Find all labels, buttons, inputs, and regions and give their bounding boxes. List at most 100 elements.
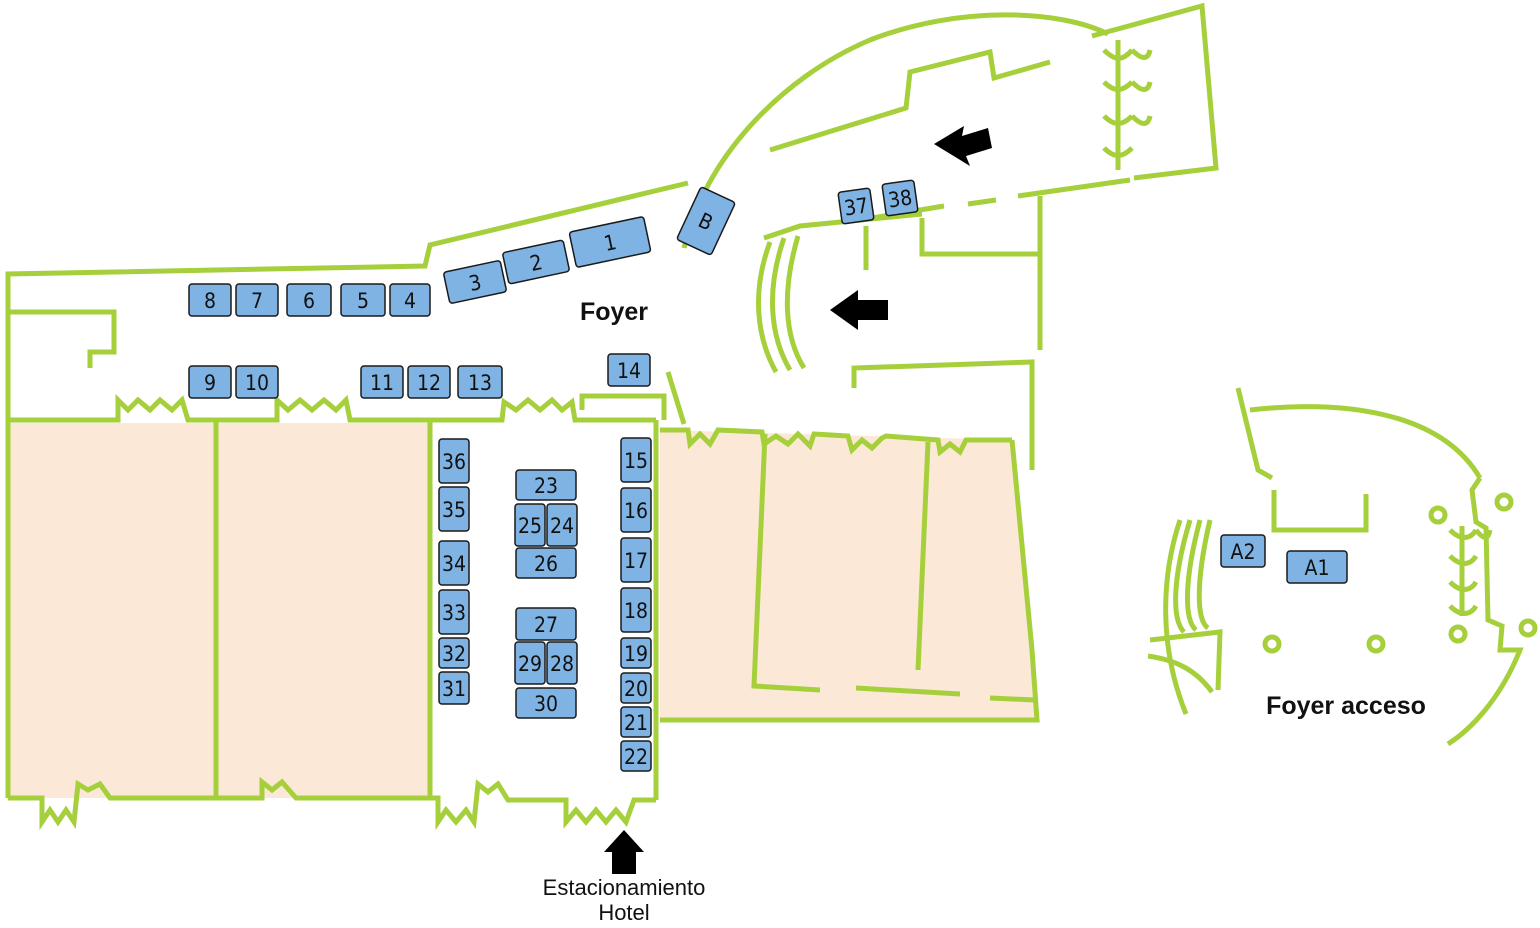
booth-24[interactable]: 24 (546, 503, 578, 547)
booth-label: 2 (528, 250, 545, 276)
booth-b[interactable]: B (676, 186, 736, 256)
booth-12[interactable]: 12 (407, 365, 451, 399)
booth-box[interactable] (676, 186, 736, 256)
booth-box[interactable] (438, 589, 470, 635)
booth-box[interactable] (407, 365, 451, 399)
booth-box[interactable] (881, 179, 919, 217)
foyer-west-nook-wall (10, 309, 117, 368)
booth-box[interactable] (443, 260, 507, 304)
booth-31[interactable]: 31 (438, 671, 470, 705)
booth-19[interactable]: 19 (620, 637, 652, 669)
lobby-lower-wall (851, 359, 1035, 470)
booth-box[interactable] (620, 740, 652, 772)
booth-box[interactable] (515, 607, 577, 641)
booth-box[interactable] (1286, 550, 1348, 584)
booth-11[interactable]: 11 (360, 365, 404, 399)
pillar (1494, 492, 1514, 512)
booth-box[interactable] (286, 283, 332, 317)
booth-label: 20 (624, 677, 648, 701)
booth-2[interactable]: 2 (502, 239, 570, 285)
booth-box[interactable] (620, 587, 652, 633)
booth-box[interactable] (620, 487, 652, 533)
booth-box[interactable] (514, 641, 546, 685)
booth-box[interactable] (515, 469, 577, 501)
booth-a2[interactable]: A2 (1220, 534, 1266, 568)
booth-26[interactable]: 26 (515, 547, 577, 579)
booth-box[interactable] (188, 365, 232, 399)
booth-box[interactable] (620, 672, 652, 704)
booth-box[interactable] (438, 637, 470, 669)
booth-22[interactable]: 22 (620, 740, 652, 772)
revolving-doors (1102, 40, 1153, 170)
booth-21[interactable]: 21 (620, 706, 652, 738)
booth-label: 35 (442, 498, 466, 522)
booth-box[interactable] (438, 438, 470, 484)
east-hall-south-partition (855, 685, 1036, 703)
booth-box[interactable] (438, 540, 470, 586)
booth-23[interactable]: 23 (515, 469, 577, 501)
pillar (1448, 624, 1468, 644)
booth-box[interactable] (514, 503, 546, 547)
booth-35[interactable]: 35 (438, 486, 470, 532)
booth-box[interactable] (568, 216, 652, 268)
booth-box[interactable] (389, 283, 431, 317)
booth-34[interactable]: 34 (438, 540, 470, 586)
booth-10[interactable]: 10 (235, 365, 279, 399)
annex-west-curve (1163, 519, 1189, 715)
booth-box[interactable] (620, 437, 652, 483)
booth-box[interactable] (515, 687, 577, 719)
booth-box[interactable] (837, 187, 875, 225)
booth-label: 31 (442, 677, 466, 701)
booth-30[interactable]: 30 (515, 687, 577, 719)
booth-box[interactable] (620, 637, 652, 669)
booth-box[interactable] (235, 365, 279, 399)
booth-box[interactable] (607, 353, 651, 387)
booth-13[interactable]: 13 (457, 365, 503, 399)
booth-6[interactable]: 6 (286, 283, 332, 317)
booth-18[interactable]: 18 (620, 587, 652, 633)
booth-5[interactable]: 5 (340, 283, 386, 317)
booth-box[interactable] (620, 537, 652, 583)
booth-box[interactable] (546, 641, 578, 685)
booth-box[interactable] (360, 365, 404, 399)
booth-14[interactable]: 14 (607, 353, 651, 387)
foyer-acceso-walls (1147, 387, 1538, 747)
booth-label: 13 (468, 371, 492, 395)
booth-17[interactable]: 17 (620, 537, 652, 583)
booth-33[interactable]: 33 (438, 589, 470, 635)
booth-14-corner-wall (579, 393, 667, 420)
booth-38[interactable]: 38 (881, 179, 919, 217)
booth-box[interactable] (457, 365, 503, 399)
booth-label: 7 (251, 289, 263, 313)
booth-3[interactable]: 3 (443, 260, 507, 304)
booth-box[interactable] (502, 239, 570, 285)
booth-box[interactable] (438, 486, 470, 532)
halls-north-wall (8, 393, 656, 423)
booth-20[interactable]: 20 (620, 672, 652, 704)
booth-box[interactable] (620, 706, 652, 738)
booth-36[interactable]: 36 (438, 438, 470, 484)
booth-9[interactable]: 9 (188, 365, 232, 399)
booth-8[interactable]: 8 (188, 283, 232, 317)
booth-box[interactable] (1220, 534, 1266, 568)
booth-box[interactable] (515, 547, 577, 579)
booth-box[interactable] (235, 283, 279, 317)
booth-box[interactable] (188, 283, 232, 317)
booth-a1[interactable]: A1 (1286, 550, 1348, 584)
booth-16[interactable]: 16 (620, 487, 652, 533)
booth-32[interactable]: 32 (438, 637, 470, 669)
booth-15[interactable]: 15 (620, 437, 652, 483)
booth-7[interactable]: 7 (235, 283, 279, 317)
booth-37[interactable]: 37 (837, 187, 875, 225)
booth-box[interactable] (340, 283, 386, 317)
booth-4[interactable]: 4 (389, 283, 431, 317)
booth-25[interactable]: 25 (514, 503, 546, 547)
booth-1[interactable]: 1 (568, 216, 652, 268)
booth-29[interactable]: 29 (514, 641, 546, 685)
booth-box[interactable] (546, 503, 578, 547)
booth-27[interactable]: 27 (515, 607, 577, 641)
booth-28[interactable]: 28 (546, 641, 578, 685)
parking-entrance-label-line1: Estacionamiento (543, 875, 706, 900)
booth-box[interactable] (438, 671, 470, 705)
